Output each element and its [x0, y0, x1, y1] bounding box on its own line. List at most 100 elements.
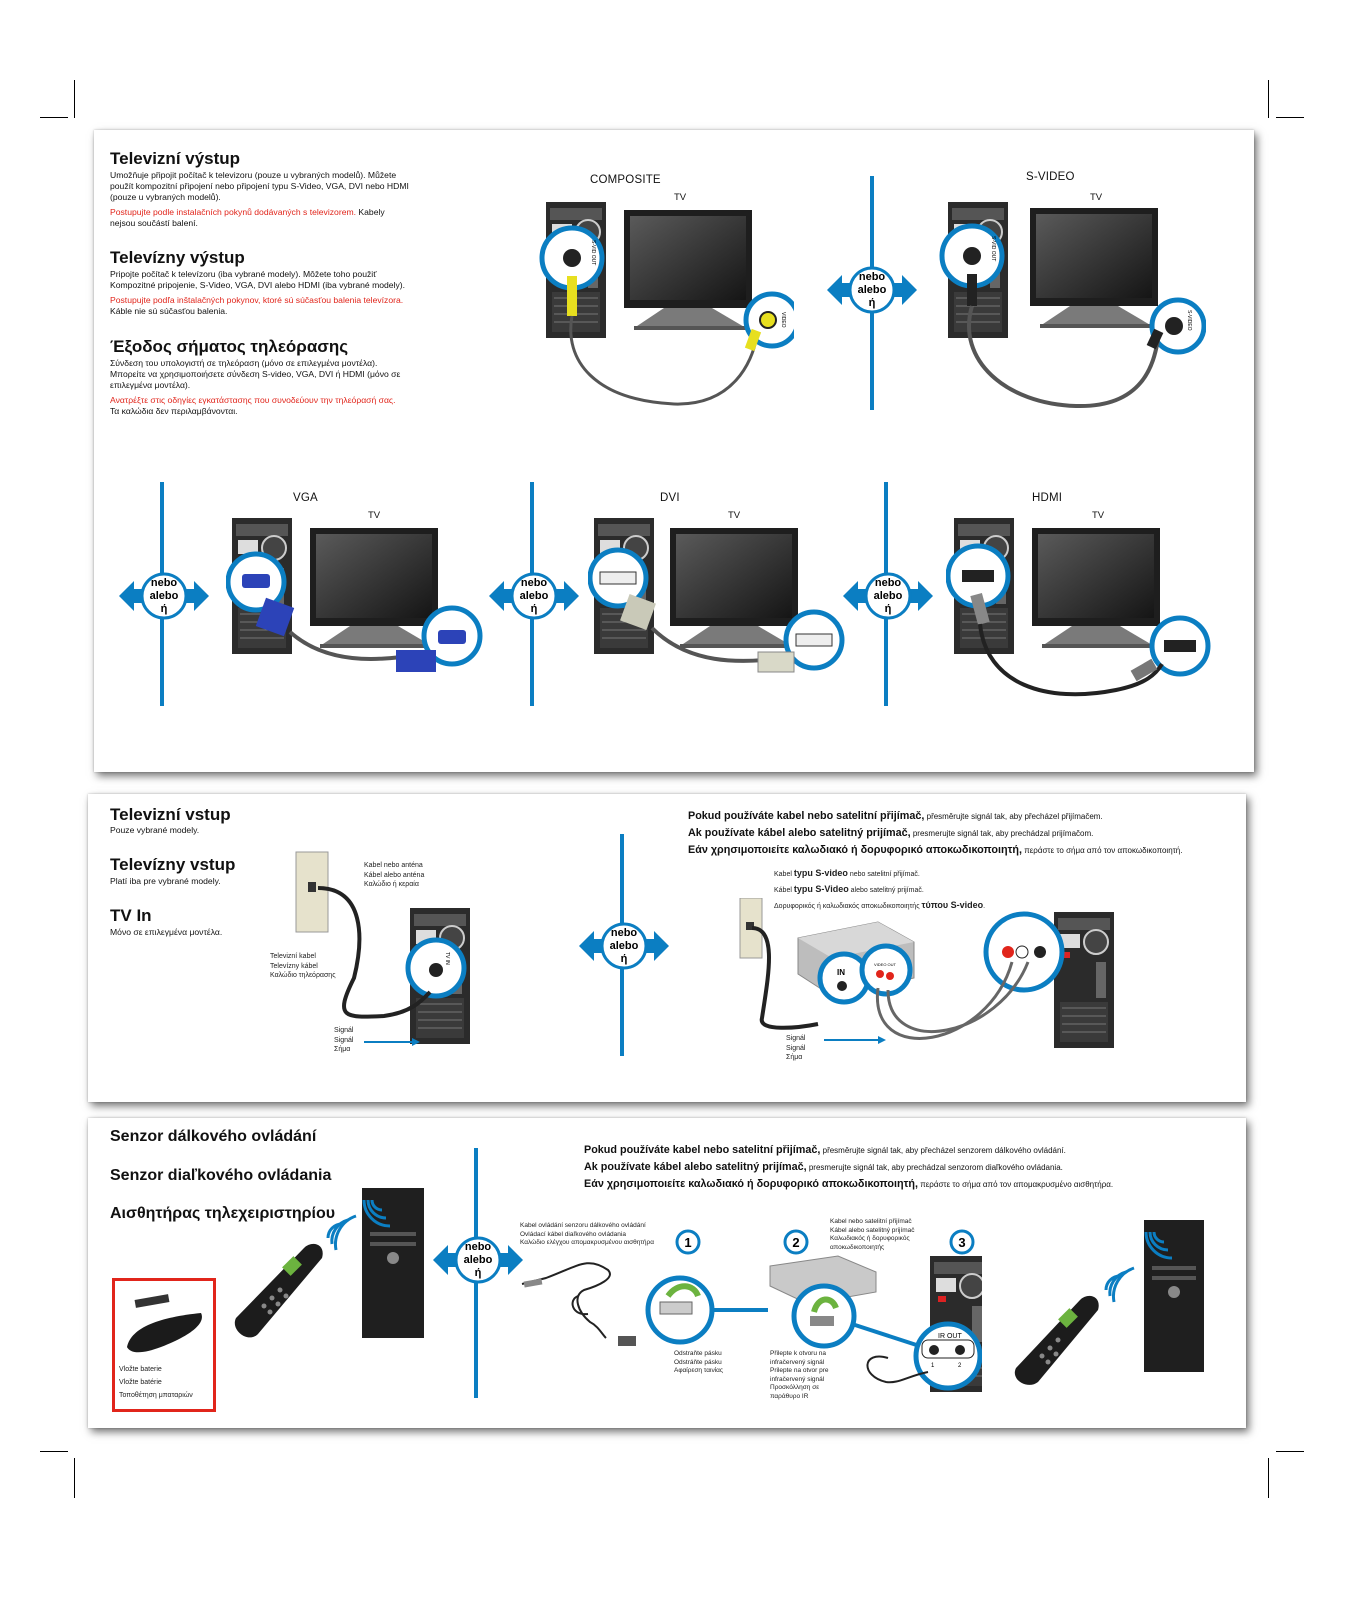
or-badge-gr: ή: [531, 603, 538, 615]
caption-part: .: [983, 903, 986, 910]
tv-out-text-sk: Pripojte počítač k televízoru (iba vybra…: [110, 269, 450, 317]
sensor-title-sk: Senzor diaľkového ovládania: [110, 1167, 332, 1184]
caption-bold: typu S-video: [793, 868, 848, 878]
tv-in-title-gr: TV In: [110, 906, 152, 925]
tv-in-panel: Televizní vstup Pouze vybrané modely. Te…: [88, 794, 1246, 1102]
or-badge-gr: ή: [885, 603, 892, 615]
red-note: Postupujte podle instalačních pokynů dod…: [110, 207, 357, 217]
ir-cable-caption: Kabel ovládání senzoru dálkového ovládán…: [520, 1222, 654, 1248]
text-line: (pouze u vybraných modelů).: [110, 192, 221, 202]
caption-line: Kabel ovládání senzoru dálkového ovládán…: [520, 1222, 646, 1229]
composite-label: COMPOSITE: [590, 174, 661, 186]
crop-mark: [74, 80, 75, 118]
caption-line: Televízny kábel: [270, 962, 318, 970]
receiver-caption: Kabel nebo satelitní přijímač Kábel aleb…: [830, 1218, 915, 1252]
caption-line: Kábel alebo anténa: [364, 871, 425, 879]
instr-rest: přesměrujte signál tak, aby přecházel př…: [924, 812, 1103, 821]
caption-line: Signál: [334, 1036, 354, 1044]
svid-out-label: S-VID OUT: [590, 240, 596, 265]
signal-caption: Signál Signál Σήμα: [334, 1026, 353, 1055]
crop-mark: [1268, 1458, 1269, 1498]
receiver-diagram: IN VIDEO OUT: [739, 898, 1115, 1049]
or-badge: nebo alebo ή: [487, 572, 581, 620]
receiver-instructions: Pokud používáte kabel nebo satelitní při…: [688, 808, 1182, 859]
in-label: IN: [837, 968, 845, 977]
caption-line: Přilepte k otvoru na: [770, 1350, 827, 1357]
instr-bold: Ak používate kábel alebo satelitný prijí…: [584, 1161, 807, 1173]
instr-bold: Εάν χρησιμοποιείτε καλωδιακό ή δορυφορικ…: [688, 844, 1022, 856]
caption-line: Καλωδιακός ή δορυφορικός: [830, 1235, 910, 1242]
caption-line: Προσκόλληση σε: [770, 1384, 820, 1391]
text-line: επιλεγμένα μοντέλα).: [110, 380, 191, 390]
crop-mark: [1276, 1451, 1304, 1452]
signal-caption: Signál Signál Σήμα: [786, 1034, 805, 1063]
svideo-type-caption: Kabel typu S-video nebo satelitní přijím…: [774, 866, 985, 914]
tv-label: TV: [1092, 510, 1105, 521]
text-line: Pripojte počítač k televízoru (iba vybra…: [110, 269, 377, 279]
crop-mark: [74, 1458, 75, 1498]
tv-in-title-cz: Televizní vstup: [110, 805, 231, 824]
or-badge-cz: nebo: [465, 1241, 492, 1253]
caption-line: Signál: [786, 1035, 806, 1042]
or-badge-sk: alebo: [858, 284, 887, 296]
dvi-diagram: [588, 517, 845, 673]
stick-caption: Přilepte k otvoru na infračervený signál…: [770, 1350, 829, 1401]
svideo-port-label: S-VIDEO: [1186, 310, 1192, 331]
or-badge-cz: nebo: [611, 927, 638, 939]
or-badge-gr: ή: [475, 1267, 482, 1279]
instr-bold: Εάν χρησιμοποιείτε καλωδιακό ή δορυφορικ…: [584, 1178, 918, 1190]
step-2-number: 2: [792, 1235, 799, 1250]
sensor-title-gr: Αισθητήρας τηλεχειριστηρίου: [110, 1205, 336, 1222]
caption-line: Kábel alebo satelitný prijímač: [830, 1226, 915, 1234]
caption-line: Vložte batérie: [119, 1379, 162, 1386]
tv-label: TV: [728, 510, 741, 521]
sensor-instructions: Pokud používáte kabel nebo satelitní při…: [584, 1142, 1113, 1193]
dvi-label: DVI: [660, 492, 680, 504]
or-badge-sk: alebo: [464, 1254, 493, 1266]
caption-line: Αφαίρεση ταινίας: [674, 1367, 724, 1374]
caption-line: infračervený signál: [770, 1358, 825, 1366]
video-out-label: VIDEO OUT: [874, 962, 897, 967]
video-label: VIDEO: [780, 312, 786, 328]
caption-line: Kabel nebo satelitní přijímač: [830, 1218, 912, 1225]
crop-mark: [40, 1451, 68, 1452]
caption-line: Σήμα: [334, 1046, 351, 1053]
crop-mark: [1276, 117, 1304, 118]
svideo-diagram: S-VID OUT S-VIDEO: [939, 201, 1206, 409]
caption-line: Καλώδιο ελέγχου απομακρυσμένου αισθητήρα: [520, 1239, 654, 1246]
instr-bold: Pokud používáte kabel nebo satelitní při…: [584, 1144, 821, 1156]
tv-label: TV: [674, 192, 687, 203]
caption-part: Kabel: [774, 871, 794, 878]
caption-part: Kábel: [774, 887, 794, 894]
text-line: Umožňuje připojit počítač k televizoru (…: [110, 170, 397, 180]
caption-line: Ovládací kábel diaľkového ovládania: [520, 1230, 626, 1238]
instr-rest: περάστε το σήμα από τον απομακρυσμένο αι…: [918, 1180, 1114, 1189]
caption-part: nebo satelitní přijímač.: [847, 871, 920, 878]
vga-diagram: [226, 517, 483, 672]
step-3-number: 3: [958, 1235, 965, 1250]
caption-line: Καλώδιο τηλεόρασης: [270, 972, 336, 979]
instr-bold: Pokud používáte kabel nebo satelitní při…: [688, 810, 925, 822]
or-badge-cz: nebo: [521, 577, 548, 589]
instr-bold: Ak používate kábel alebo satelitný prijí…: [688, 827, 911, 839]
or-badge-cz: nebo: [859, 271, 886, 283]
step-1-number: 1: [684, 1235, 691, 1250]
ir-out-label: IR OUT: [938, 1333, 962, 1340]
tv-out-text-cz: Umožňuje připojit počítač k televizoru (…: [110, 170, 450, 229]
caption-line: Prilepte na otvor pre: [770, 1367, 829, 1374]
text-line: Μπορείτε να χρησιμοποιήσετε σύνδεση S-vi…: [110, 369, 401, 379]
hdmi-label: HDMI: [1032, 492, 1063, 504]
svid-out-label: S-VID OUT: [990, 236, 996, 261]
caption-line: Καλώδιο ή κεραία: [364, 881, 419, 888]
sensor-title-cz: Senzor dálkového ovládání: [110, 1128, 317, 1145]
ir-port-2: 2: [958, 1363, 962, 1369]
caption-line: Signál: [786, 1044, 806, 1052]
battery-remote-image: [127, 1294, 202, 1353]
or-badge-gr: ή: [621, 953, 628, 965]
text-line: Τα καλώδια δεν περιλαμβάνονται.: [110, 406, 238, 416]
hdmi-diagram: [946, 517, 1211, 697]
caption-line: αποκωδικοποιητής: [830, 1243, 885, 1251]
text-line: použít kompozitní připojení nebo připoje…: [110, 181, 409, 191]
instr-rest: περάστε το σήμα από τον αποκωδικοποιητή.: [1022, 846, 1183, 855]
remove-tape-caption: Odstraňte pásku Odstráňte pásku Αφαίρεση…: [674, 1350, 723, 1376]
